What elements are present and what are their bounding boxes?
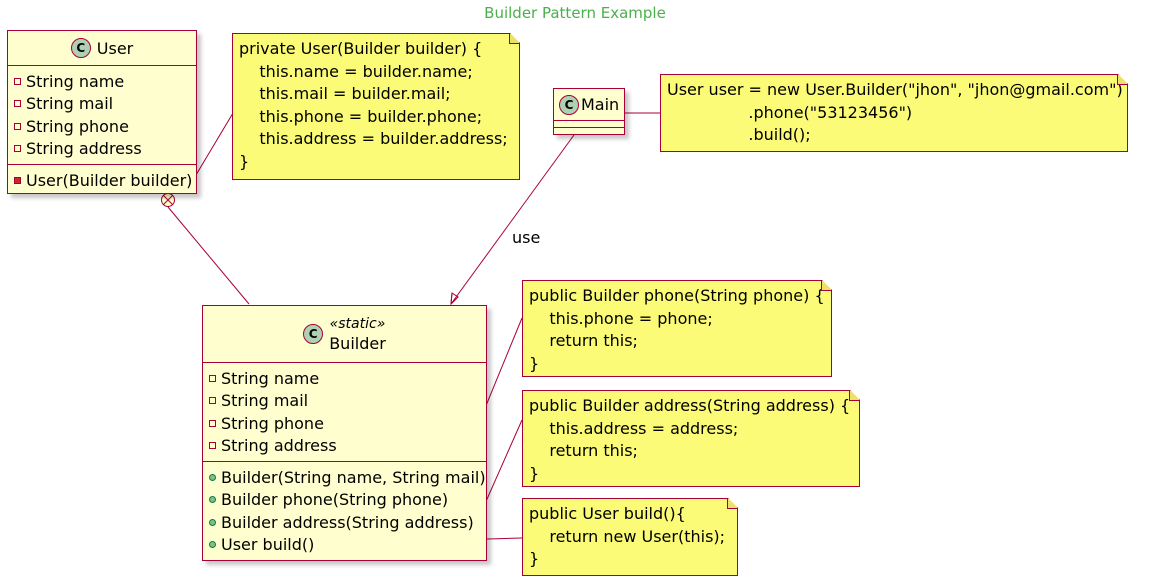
field-mail: String mail [26, 94, 114, 114]
class-builder-stereotype: «static» [329, 316, 386, 332]
note-line: } [529, 549, 540, 568]
public-method-icon [209, 496, 216, 504]
note-fold-icon [509, 34, 519, 44]
field-name: String name [26, 71, 125, 91]
class-user-methods: User(Builder builder) [8, 165, 196, 196]
note-line: User user = new User.Builder("jhon", "jh… [667, 80, 1123, 99]
note-line: } [529, 463, 540, 483]
note-line: } [239, 151, 250, 171]
field-row: String name [14, 70, 196, 93]
note-builder-phone[interactable]: public Builder phone(String phone) { thi… [522, 280, 832, 377]
note-line: .build(); [667, 125, 811, 144]
field-row: String address [14, 138, 196, 161]
note-line: this.phone = builder.phone; [239, 106, 483, 126]
note-builder-address[interactable]: public Builder address(String address) {… [522, 390, 860, 487]
private-field-icon [14, 100, 21, 108]
note-fold-icon [821, 281, 831, 291]
field-row: String phone [209, 412, 486, 435]
class-builder-header: C «static» Builder [203, 306, 486, 363]
method-row: User(Builder builder) [14, 169, 196, 192]
method-build: User build() [221, 535, 315, 555]
class-user-name: User [96, 38, 134, 58]
field-row: String mail [209, 390, 486, 413]
private-field-icon [14, 77, 21, 85]
note-link-user-constructor [192, 107, 237, 181]
note-line: this.address = address; [529, 418, 739, 438]
class-builder-name: Builder [329, 334, 386, 353]
note-fold-icon [1117, 75, 1127, 85]
note-line: this.name = builder.name; [239, 61, 473, 81]
class-user-fields: String name String mail String phone Str… [8, 66, 196, 165]
note-line: public User build(){ [529, 504, 686, 523]
field-row: String address [209, 435, 486, 458]
note-line: return new User(this); [529, 526, 726, 546]
class-user[interactable]: C User String name String mail String ph… [7, 30, 197, 194]
note-line: } [529, 353, 540, 373]
field-phone: String phone [221, 413, 324, 433]
method-row: Builder phone(String phone) [209, 489, 486, 512]
note-fold-icon [727, 499, 737, 509]
use-relation-label: use [512, 228, 541, 247]
note-line: this.phone = phone; [529, 308, 713, 328]
class-builder-fields: String name String mail String phone Str… [203, 363, 486, 462]
private-field-icon [209, 397, 216, 405]
private-field-icon [209, 419, 216, 427]
use-arrow [450, 134, 575, 305]
method-phone: Builder phone(String phone) [221, 490, 449, 510]
class-builder-methods: Builder(String name, String mail) Builde… [203, 462, 486, 560]
note-line: public Builder address(String address) { [529, 396, 851, 415]
method-user-constructor: User(Builder builder) [26, 170, 193, 190]
private-field-icon [209, 374, 216, 382]
private-field-icon [14, 145, 21, 153]
field-row: String mail [14, 93, 196, 116]
field-phone: String phone [26, 116, 129, 136]
public-method-icon [209, 541, 216, 549]
note-fold-icon [849, 391, 859, 401]
note-main-usage[interactable]: User user = new User.Builder("jhon", "jh… [660, 74, 1128, 152]
class-builder[interactable]: C «static» Builder String name String ma… [202, 305, 487, 561]
class-main-header: C Main [554, 89, 624, 121]
containment-line [167, 206, 250, 305]
field-address: String address [221, 436, 337, 456]
field-address: String address [26, 139, 142, 159]
note-user-constructor[interactable]: private User(Builder builder) { this.nam… [232, 33, 520, 180]
public-method-icon [209, 518, 216, 526]
note-line: public Builder phone(String phone) { [529, 286, 825, 305]
note-builder-build[interactable]: public User build(){ return new User(thi… [522, 498, 738, 576]
class-user-header: C User [8, 31, 196, 66]
class-main-fields [554, 121, 624, 128]
class-main[interactable]: C Main [553, 88, 625, 135]
field-name: String name [221, 368, 320, 388]
method-address: Builder address(String address) [221, 512, 474, 532]
note-line: this.mail = builder.mail; [239, 84, 451, 103]
note-line: this.address = builder.address; [239, 129, 508, 148]
diagram-title: Builder Pattern Example [484, 4, 666, 22]
field-row: String phone [14, 115, 196, 138]
private-method-icon [14, 176, 21, 184]
note-line: .phone("53123456") [667, 102, 913, 122]
note-line: return this; [529, 331, 638, 350]
method-row: User build() [209, 534, 486, 557]
field-row: String name [209, 367, 486, 390]
private-field-icon [209, 442, 216, 450]
note-line: private User(Builder builder) { [239, 39, 483, 58]
private-field-icon [14, 122, 21, 130]
field-mail: String mail [221, 391, 309, 411]
class-c-icon: C [70, 38, 91, 58]
class-c-icon: C [303, 324, 324, 344]
public-method-icon [209, 473, 216, 481]
class-c-icon: C [559, 94, 579, 115]
method-builder-constructor: Builder(String name, String mail) [221, 467, 486, 487]
method-row: Builder(String name, String mail) [209, 466, 486, 489]
method-row: Builder address(String address) [209, 511, 486, 534]
class-main-name: Main [581, 95, 620, 114]
note-line: return this; [529, 441, 638, 460]
